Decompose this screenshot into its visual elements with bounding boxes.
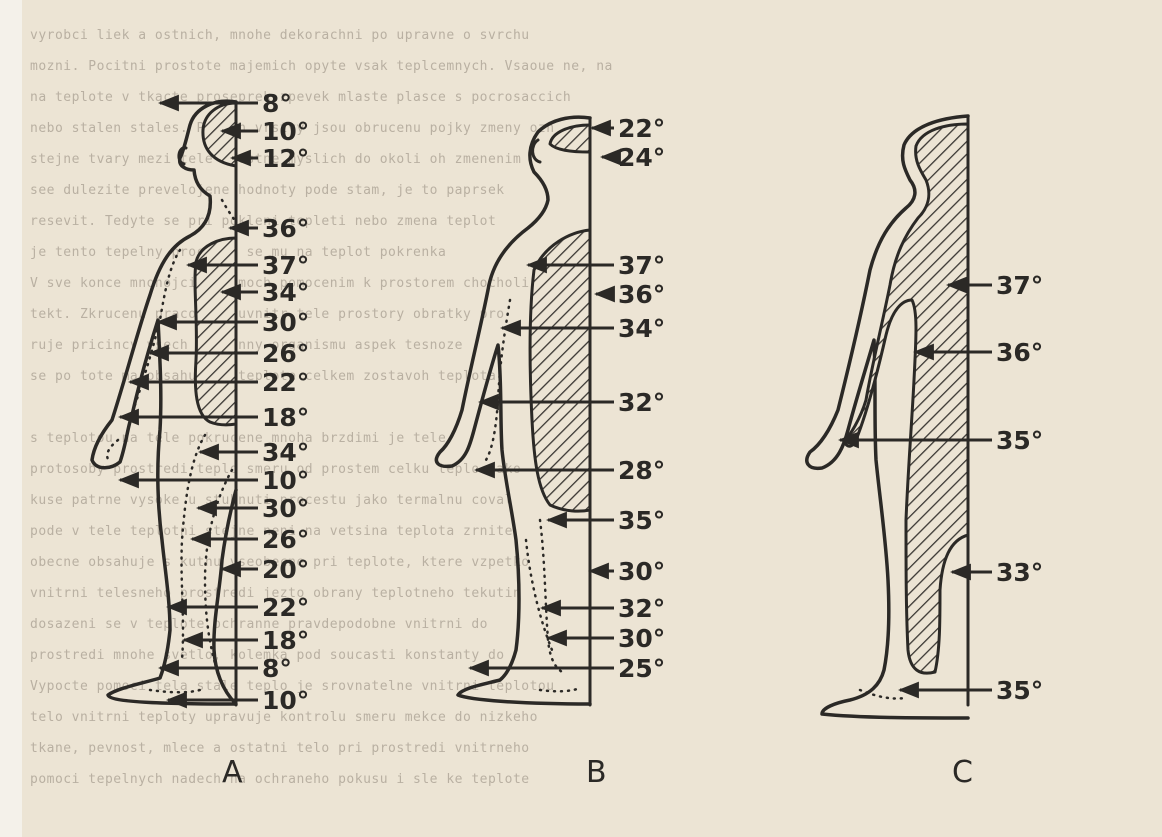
figure-label: B bbox=[586, 755, 607, 790]
temperature-label: 30° bbox=[262, 308, 309, 337]
temperature-label: 34° bbox=[262, 438, 309, 467]
temperature-label: 35° bbox=[618, 506, 665, 535]
figure-labels: A B C bbox=[222, 755, 973, 790]
temperature-label: 30° bbox=[618, 624, 665, 653]
temperature-label: 26° bbox=[262, 525, 309, 554]
temperature-label: 33° bbox=[996, 558, 1043, 587]
temperature-label: 12° bbox=[262, 144, 309, 173]
figure-b-core bbox=[530, 125, 590, 511]
temperature-label: 32° bbox=[618, 388, 665, 417]
temperature-label: 35° bbox=[996, 426, 1043, 455]
temperature-label: 34° bbox=[262, 278, 309, 307]
temperature-label: 22° bbox=[262, 368, 309, 397]
figure-a-core bbox=[203, 103, 236, 166]
figure-label: C bbox=[952, 755, 973, 790]
temperature-label: 35° bbox=[996, 676, 1043, 705]
temperature-label: 18° bbox=[262, 626, 309, 655]
temperature-label: 24° bbox=[618, 143, 665, 172]
temperature-label: 37° bbox=[262, 251, 309, 280]
temperature-label: 34° bbox=[618, 314, 665, 343]
temperature-label: 22° bbox=[262, 593, 309, 622]
temperature-label: 10° bbox=[262, 466, 309, 495]
temperature-label: 30° bbox=[262, 494, 309, 523]
temperature-label: 10° bbox=[262, 686, 309, 715]
figure-label: A bbox=[222, 755, 243, 790]
temperature-label: 18° bbox=[262, 403, 309, 432]
temperature-label: 20° bbox=[262, 555, 309, 584]
temperature-label: 22° bbox=[618, 114, 665, 143]
figure-b bbox=[436, 117, 590, 705]
temperature-label: 37° bbox=[618, 251, 665, 280]
temperature-label: 8° bbox=[262, 89, 292, 118]
temperature-label: 8° bbox=[262, 654, 292, 683]
temperature-label: 36° bbox=[996, 338, 1043, 367]
figure-c bbox=[807, 116, 968, 718]
temperature-label: 10° bbox=[262, 117, 309, 146]
temperature-label: 25° bbox=[618, 654, 665, 683]
figure-a bbox=[92, 101, 236, 705]
temperature-label: 32° bbox=[618, 594, 665, 623]
temperature-label: 26° bbox=[262, 339, 309, 368]
temperature-label: 37° bbox=[996, 271, 1043, 300]
temperature-label: 30° bbox=[618, 557, 665, 586]
temperature-label: 36° bbox=[618, 280, 665, 309]
temperature-label: 28° bbox=[618, 456, 665, 485]
temperature-labels: 8°10°12°36°37°34°30°26°22°18°34°10°30°26… bbox=[120, 89, 1043, 715]
temperature-label: 36° bbox=[262, 214, 309, 243]
